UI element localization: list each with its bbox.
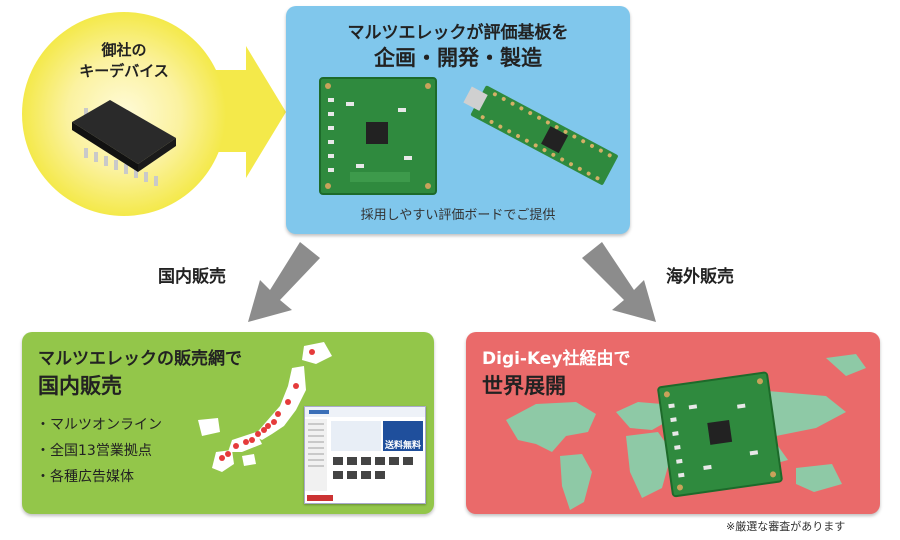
- overseas-panel-title-line1: Digi-Key社経由で: [482, 349, 631, 369]
- top-panel-title-line2: 企画・開発・製造: [374, 46, 542, 70]
- key-device-line1: 御社の: [101, 41, 147, 59]
- world-map-icon: [506, 354, 866, 510]
- domestic-panel-title-line1: マルツエレックの販売網で: [38, 349, 242, 369]
- key-device-line2: キーデバイス: [79, 62, 169, 80]
- key-device-label: 御社の キーデバイス: [74, 40, 174, 82]
- world-pcb-icon: [657, 371, 783, 498]
- overseas-sales-panel: Digi-Key社経由で 世界展開: [466, 332, 880, 514]
- japan-map-icon: [198, 342, 332, 472]
- top-panel-caption: 採用しやすい評価ボードでご提供: [360, 208, 556, 223]
- key-device-arrow: [22, 12, 286, 216]
- overseas-arrow-icon: [582, 242, 656, 322]
- evaluation-board-panel: マルツエレックが評価基板を 企画・開発・製造: [286, 6, 630, 234]
- domestic-arrow-icon: [248, 242, 320, 322]
- ic-chip-icon: [72, 100, 176, 186]
- domestic-panel-title-line2: 国内販売: [38, 374, 122, 398]
- overseas-panel-title-line2: 世界展開: [482, 374, 566, 398]
- domestic-sales-panel: マルツエレックの販売網で 国内販売 ・マルツオンライン ・全国13営業拠点 ・各…: [22, 332, 434, 514]
- website-preview-graphic: [305, 407, 425, 503]
- overseas-sales-label: 海外販売: [666, 267, 734, 287]
- domestic-sales-label: 国内販売: [158, 267, 226, 287]
- marutsu-online-screenshot: 送料無料: [304, 406, 426, 504]
- square-pcb-icon: [319, 77, 437, 195]
- domestic-bullet-online: ・マルツオンライン: [36, 417, 162, 433]
- domestic-bullet-media: ・各種広告媒体: [36, 469, 134, 485]
- screening-footnote: ※厳選な審査があります: [726, 520, 846, 533]
- stick-pcb-icon: [463, 85, 618, 185]
- domestic-bullet-branches: ・全国13営業拠点: [36, 443, 152, 459]
- evaluation-board-images: [319, 77, 618, 195]
- free-shipping-banner: 送料無料: [385, 441, 422, 451]
- top-panel-title-line1: マルツエレックが評価基板を: [347, 23, 569, 43]
